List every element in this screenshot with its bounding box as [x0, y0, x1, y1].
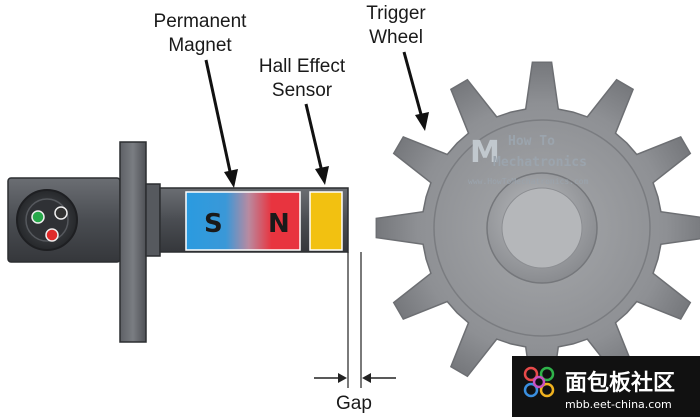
magnet-south-pole: S	[204, 209, 223, 239]
pointer-arrow-magnet	[204, 59, 233, 177]
label-permanent-magnet-line1: Permanent	[154, 11, 248, 32]
sensor-flange	[119, 141, 147, 343]
trigger-wheel-bore	[501, 187, 583, 269]
sensor-body: S N	[7, 141, 349, 343]
permanent-magnet: S N	[185, 191, 301, 251]
label-permanent-magnet: Permanent Magnet	[154, 11, 248, 188]
site-badge: 面包板社区 mbb.eet-china.com	[512, 356, 700, 417]
watermark-logo-mark: M	[470, 135, 500, 170]
pointer-arrow-sensor	[304, 103, 324, 173]
site-badge-logo-icon	[523, 366, 555, 398]
hall-effect-sensor-element	[309, 191, 343, 251]
label-trigger-wheel: Trigger Wheel	[366, 3, 429, 131]
pointer-arrow-sensor-head	[315, 166, 329, 185]
label-trigger-wheel-line2: Wheel	[369, 27, 423, 48]
trigger-wheel-inner-ring	[433, 119, 651, 337]
watermark-line1: How To	[508, 134, 555, 149]
connector-pin-red	[45, 228, 59, 242]
label-permanent-magnet-line2: Magnet	[168, 35, 232, 56]
pointer-arrow-wheel	[402, 51, 424, 119]
site-badge-url: mbb.eet-china.com	[565, 398, 672, 411]
label-hall-effect-sensor-line2: Sensor	[272, 80, 333, 101]
watermark: M How To Mechatronics www.HowToMechatron…	[468, 134, 589, 186]
label-trigger-wheel-line1: Trigger	[366, 3, 426, 24]
site-badge-name: 面包板社区	[565, 370, 675, 396]
sensor-collar	[145, 183, 161, 257]
gap-indicator: Gap	[314, 252, 396, 414]
label-hall-effect-sensor-line1: Hall Effect	[259, 56, 346, 77]
watermark-url: www.HowToMechatronics.com	[468, 177, 589, 186]
label-hall-effect-sensor: Hall Effect Sensor	[259, 56, 346, 185]
connector-plug	[16, 189, 78, 251]
trigger-wheel	[375, 61, 700, 395]
connector-pin-green	[31, 210, 45, 224]
pointer-arrow-wheel-head	[415, 112, 429, 131]
magnet-north-pole: N	[268, 209, 290, 239]
gap-label: Gap	[336, 393, 372, 414]
gap-arrow-right-head	[362, 373, 371, 383]
connector-pin-black	[54, 206, 68, 220]
magnet-bar	[185, 191, 301, 251]
pointer-arrow-magnet-head	[224, 169, 238, 188]
gap-arrow-left-head	[338, 373, 347, 383]
watermark-line2: Mechatronics	[493, 155, 587, 170]
